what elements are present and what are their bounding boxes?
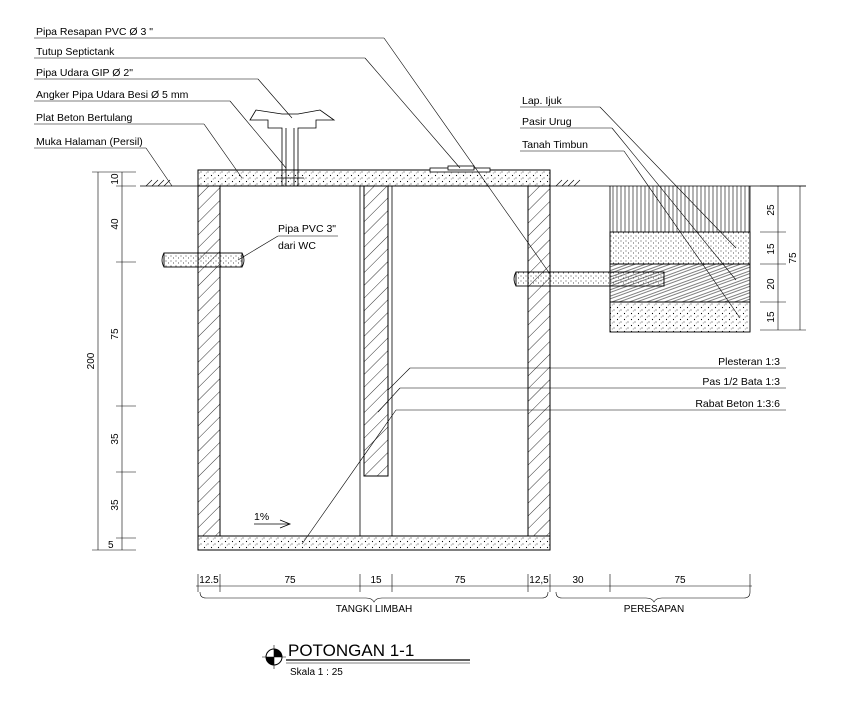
label-pipa-resapan: Pipa Resapan PVC Ø 3 " bbox=[36, 26, 153, 38]
dim-bottom-0: 12.5 bbox=[199, 575, 219, 586]
label-pipa-pvc-2: dari WC bbox=[278, 240, 316, 252]
dim-right-total: 75 bbox=[788, 252, 799, 264]
label-angker: Angker Pipa Udara Besi Ø 5 mm bbox=[36, 89, 189, 101]
drawing-title: POTONGAN 1-1 bbox=[288, 641, 414, 660]
label-lap-ijuk: Lap. Ijuk bbox=[522, 95, 562, 107]
label-rabat-beton: Rabat Beton 1:3:6 bbox=[695, 398, 780, 410]
left-dimension-chain: 200 10 40 75 35 35 5 bbox=[86, 171, 136, 551]
dim-bottom-1: 75 bbox=[284, 575, 296, 586]
right-wall bbox=[527, 185, 551, 537]
dim-bottom-6: 75 bbox=[674, 575, 686, 586]
leader-lines bbox=[34, 37, 786, 545]
cover-handle bbox=[447, 165, 475, 171]
drawing-scale: Skala 1 : 25 bbox=[290, 667, 343, 678]
dim-right-2: 20 bbox=[766, 278, 777, 290]
title-block: POTONGAN 1-1 Skala 1 : 25 bbox=[262, 641, 470, 678]
dim-left-0: 10 bbox=[110, 173, 121, 185]
dim-left-2: 75 bbox=[110, 328, 121, 340]
dim-right-3: 15 bbox=[766, 311, 777, 323]
dim-left-1: 40 bbox=[110, 218, 121, 230]
infiltration-layers bbox=[609, 186, 751, 333]
left-wall bbox=[197, 185, 221, 537]
partition-wall bbox=[363, 185, 389, 477]
dim-right-1: 15 bbox=[766, 243, 777, 255]
dim-bottom-5: 30 bbox=[572, 575, 584, 586]
air-pipe bbox=[249, 109, 336, 186]
dim-left-3: 35 bbox=[110, 433, 121, 445]
dim-bottom-2: 15 bbox=[370, 575, 382, 586]
label-pas-bata: Pas 1/2 Bata 1:3 bbox=[702, 376, 780, 388]
dim-bottom-3: 75 bbox=[454, 575, 466, 586]
inlet-pipe bbox=[161, 252, 245, 268]
dim-left-total: 200 bbox=[86, 352, 97, 369]
dim-left-4: 35 bbox=[110, 499, 121, 511]
label-muka-halaman: Muka Halaman (Persil) bbox=[36, 136, 143, 148]
group-tangki-limbah: TANGKI LIMBAH bbox=[336, 604, 413, 615]
dim-right-0: 25 bbox=[766, 204, 777, 216]
label-pasir-urug: Pasir Urug bbox=[522, 116, 572, 128]
slope-arrow bbox=[254, 519, 292, 529]
base-slab bbox=[197, 535, 551, 551]
label-slope: 1% bbox=[254, 511, 269, 523]
label-tutup: Tutup Septictank bbox=[36, 46, 115, 58]
label-plesteran: Plesteran 1:3 bbox=[718, 356, 780, 368]
dim-left-5: 5 bbox=[108, 540, 114, 551]
dim-bottom-4: 12,5 bbox=[529, 575, 549, 586]
label-pipa-pvc-1: Pipa PVC 3" bbox=[278, 223, 336, 235]
group-peresapan: PERESAPAN bbox=[624, 604, 684, 615]
right-dimension-chain: 25 15 20 15 75 bbox=[760, 185, 806, 331]
bottom-dimension-chain: 12.5 75 15 75 12,5 30 75 TANGKI LIMBAH P… bbox=[196, 574, 752, 615]
label-tanah-timbun: Tanah Timbun bbox=[522, 139, 588, 151]
concrete-slab bbox=[197, 169, 551, 187]
label-plat-beton: Plat Beton Bertulang bbox=[36, 112, 132, 124]
label-pipa-udara: Pipa Udara GIP Ø 2" bbox=[36, 67, 133, 79]
